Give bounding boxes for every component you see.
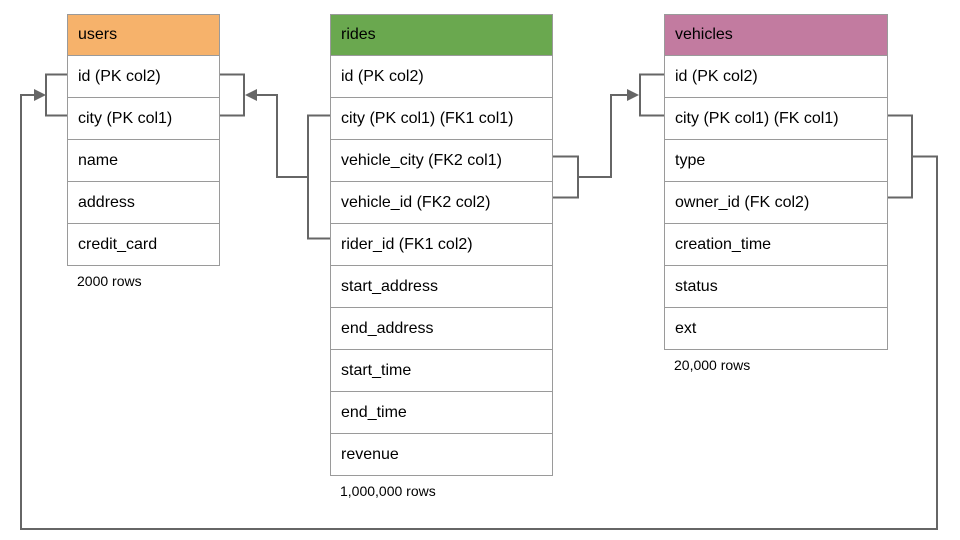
table-vehicles-rowcount: 20,000 rows xyxy=(674,357,751,373)
table-rides: rides id (PK col2) city (PK col1) (FK1 c… xyxy=(330,14,553,499)
rides-right-bracket xyxy=(553,155,579,199)
table-users-column-city: city (PK col1) xyxy=(68,97,219,139)
table-users-column-address: address xyxy=(68,181,219,223)
table-users-column-credit-card: credit_card xyxy=(68,223,219,265)
rides-left-bracket xyxy=(307,114,330,240)
table-users-rowcount: 2000 rows xyxy=(77,273,142,289)
table-rides-title: rides xyxy=(331,15,552,55)
arrowhead-rides-to-vehicles-icon xyxy=(627,89,639,101)
table-vehicles-column-id: id (PK col2) xyxy=(665,55,887,97)
table-rides-column-revenue: revenue xyxy=(331,433,552,475)
fk-line-rides-to-vehicles xyxy=(578,94,628,178)
table-vehicles-column-type: type xyxy=(665,139,887,181)
table-users: users id (PK col2) city (PK col1) name a… xyxy=(67,14,220,289)
arrowhead-vehicles-to-users-icon xyxy=(34,89,46,101)
table-rides-column-rider-id: rider_id (FK1 col2) xyxy=(331,223,552,265)
table-users-column-id: id (PK col2) xyxy=(68,55,219,97)
table-rides-column-city: city (PK col1) (FK1 col1) xyxy=(331,97,552,139)
users-left-bracket xyxy=(45,73,67,117)
table-users-title: users xyxy=(68,15,219,55)
vehicles-right-bracket xyxy=(888,114,913,199)
table-users-column-name: name xyxy=(68,139,219,181)
vehicles-left-bracket xyxy=(639,73,664,117)
users-right-bracket xyxy=(220,73,245,117)
table-rides-column-start-address: start_address xyxy=(331,265,552,307)
table-vehicles-title: vehicles xyxy=(665,15,887,55)
table-vehicles: vehicles id (PK col2) city (PK col1) (FK… xyxy=(664,14,888,373)
table-rides-rowcount: 1,000,000 rows xyxy=(340,483,436,499)
table-rides-column-vehicle-id: vehicle_id (FK2 col2) xyxy=(331,181,552,223)
table-vehicles-column-creation-time: creation_time xyxy=(665,223,887,265)
table-rides-column-end-time: end_time xyxy=(331,391,552,433)
table-rides-column-id: id (PK col2) xyxy=(331,55,552,97)
table-vehicles-column-status: status xyxy=(665,265,887,307)
table-rides-column-end-address: end_address xyxy=(331,307,552,349)
table-rides-column-vehicle-city: vehicle_city (FK2 col1) xyxy=(331,139,552,181)
table-vehicles-column-city: city (PK col1) (FK col1) xyxy=(665,97,887,139)
table-vehicles-column-owner-id: owner_id (FK col2) xyxy=(665,181,887,223)
fk-line-rides-to-users xyxy=(257,94,308,178)
arrowhead-rides-to-users-icon xyxy=(245,89,257,101)
table-vehicles-column-ext: ext xyxy=(665,307,887,349)
table-rides-column-start-time: start_time xyxy=(331,349,552,391)
fk-line-vehicles-to-users xyxy=(20,94,938,530)
